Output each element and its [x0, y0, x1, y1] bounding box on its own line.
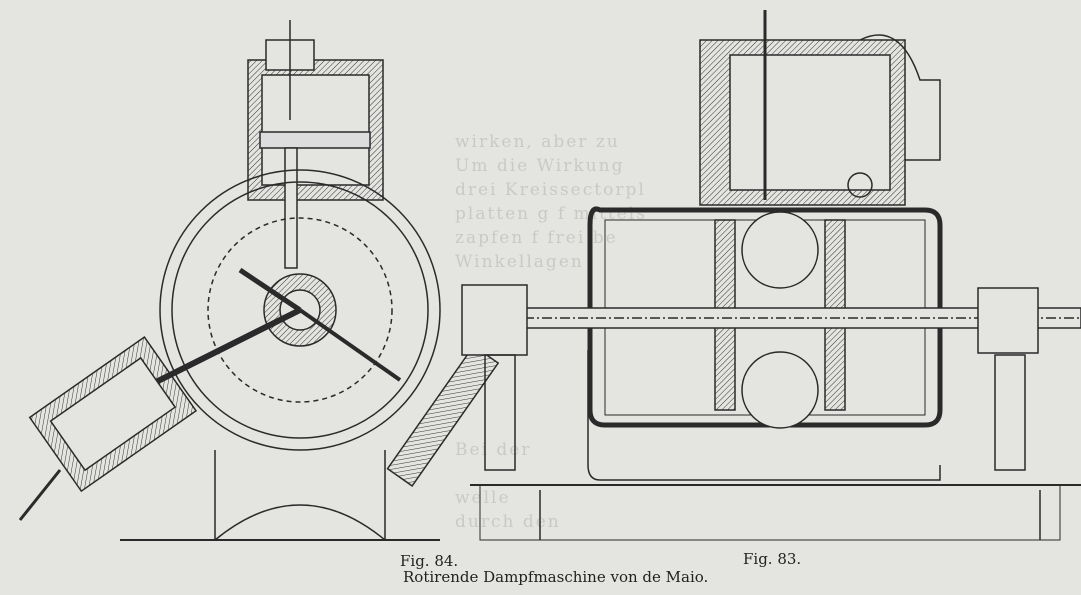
bleed-text-line: welle	[455, 488, 511, 508]
bleed-text-line: Winkellagen	[455, 252, 584, 272]
figure-83-drawing	[461, 10, 1081, 541]
figure-84-drawing	[18, 20, 500, 541]
bleed-text-line: zapfen f frei be	[455, 228, 618, 248]
figure-83-label: Fig. 83.	[743, 550, 802, 568]
bleed-text-line: Bei der	[455, 440, 532, 460]
bleed-text-line: Um die Wirkung	[455, 156, 625, 176]
bleed-text-line: wirken, aber zu	[455, 132, 620, 152]
bleed-text-line: durch den	[455, 512, 561, 532]
figure-caption: Rotirende Dampfmaschine von de Maio.	[403, 568, 709, 586]
figure-84-label: Fig. 84.	[400, 552, 459, 570]
bleed-text-line: drei Kreissectorpl	[455, 180, 646, 200]
